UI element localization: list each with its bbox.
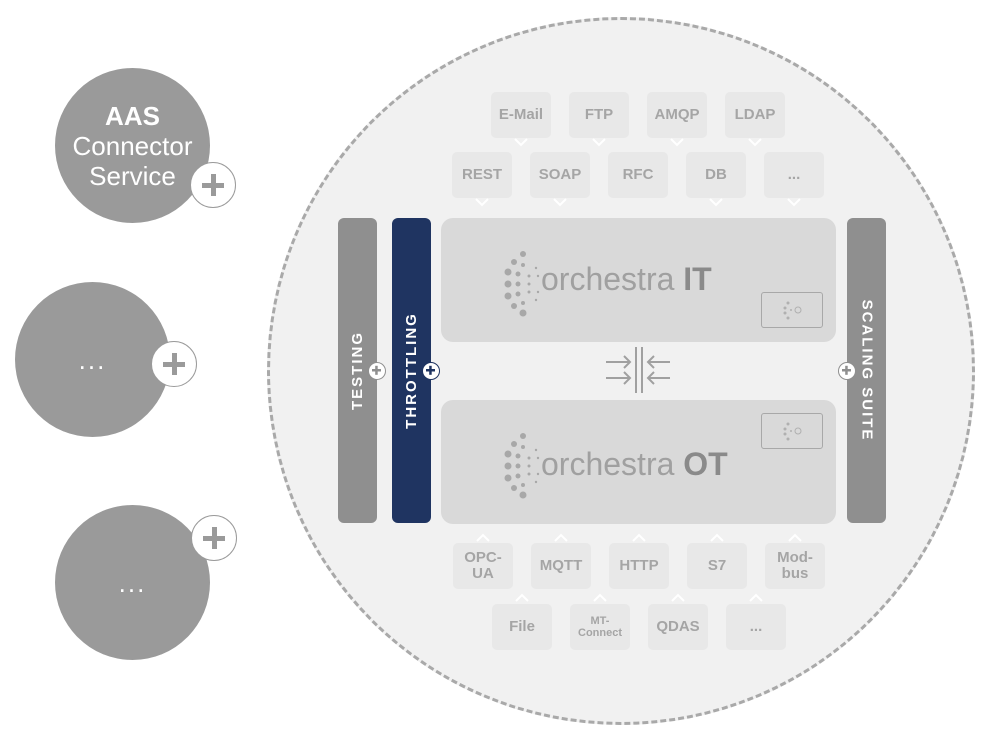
plus-icon[interactable]: [190, 162, 236, 208]
protocol-label: AMQP: [654, 106, 700, 123]
testing-label: TESTING: [349, 330, 367, 411]
protocol-label: HTTP: [619, 557, 659, 574]
protocol-label: DB: [705, 166, 727, 183]
orchestra-ot-brand: orchestra OT: [541, 446, 728, 483]
plus-icon[interactable]: [191, 515, 237, 561]
chip-icon: [761, 413, 823, 449]
protocol-modbus[interactable]: Mod-bus: [765, 543, 825, 589]
protocol-label: MT-Connect: [578, 615, 622, 639]
protocol-rfc[interactable]: RFC: [608, 152, 668, 198]
scaling-suite-label: SCALING SUITE: [858, 299, 875, 442]
orchestra-it-panel[interactable]: orchestra IT: [441, 218, 836, 342]
protocol-label: File: [509, 618, 535, 635]
protocol-more-bottom[interactable]: ...: [726, 604, 786, 650]
protocol-label: RFC: [622, 166, 654, 183]
protocol-label: E-Mail: [498, 106, 544, 123]
service-line3: Service: [89, 160, 176, 191]
protocol-mqtt[interactable]: MQTT: [531, 543, 591, 589]
protocol-label: SOAP: [538, 166, 582, 183]
plus-icon[interactable]: [368, 362, 386, 380]
protocol-label: LDAP: [734, 106, 776, 123]
protocol-opcua[interactable]: OPC-UA: [453, 543, 513, 589]
protocol-label: S7: [707, 557, 727, 574]
protocol-label: Mod-bus: [777, 549, 813, 582]
brand-suffix: IT: [683, 261, 712, 297]
protocol-mtconnect[interactable]: MT-Connect: [570, 604, 630, 650]
protocol-db[interactable]: DB: [686, 152, 746, 198]
protocol-label: OPC-UA: [464, 549, 502, 582]
protocol-label: FTP: [584, 106, 614, 123]
merge-arrows-icon: [606, 347, 670, 393]
protocol-more-top[interactable]: ...: [764, 152, 824, 198]
protocol-label: ...: [749, 618, 763, 635]
plus-icon[interactable]: [838, 362, 856, 380]
orchestra-it-brand: orchestra IT: [541, 261, 712, 298]
chip-icon: [761, 292, 823, 328]
protocol-label: REST: [461, 166, 502, 183]
orchestra-logo-icon: [504, 251, 540, 317]
service-circle-2[interactable]: ...: [15, 282, 170, 437]
protocol-rest[interactable]: REST: [452, 152, 512, 198]
throttling-label: THROTTLING: [403, 312, 420, 429]
protocol-ftp[interactable]: FTP: [569, 92, 629, 138]
orchestra-ot-panel[interactable]: orchestra OT: [441, 400, 836, 524]
plus-icon[interactable]: [422, 362, 440, 380]
protocol-email[interactable]: E-Mail: [491, 92, 551, 138]
protocol-qdas[interactable]: QDAS: [648, 604, 708, 650]
protocol-ldap[interactable]: LDAP: [725, 92, 785, 138]
protocol-label: QDAS: [656, 618, 700, 635]
plus-icon[interactable]: [151, 341, 197, 387]
protocol-http[interactable]: HTTP: [609, 543, 669, 589]
brand-word: orchestra: [541, 261, 675, 297]
service-title: AAS: [105, 100, 160, 131]
service-placeholder-label: ...: [118, 567, 147, 598]
protocol-label: ...: [787, 166, 801, 183]
service-placeholder-label: ...: [78, 344, 107, 375]
protocol-soap[interactable]: SOAP: [530, 152, 590, 198]
service-circle-3[interactable]: ...: [55, 505, 210, 660]
orchestra-logo-icon: [504, 433, 540, 499]
protocol-label: MQTT: [539, 557, 583, 574]
protocol-file[interactable]: File: [492, 604, 552, 650]
brand-suffix: OT: [683, 446, 728, 482]
aas-connector-service-circle[interactable]: AAS Connector Service: [55, 68, 210, 223]
protocol-amqp[interactable]: AMQP: [647, 92, 707, 138]
service-line2: Connector: [72, 130, 193, 161]
brand-word: orchestra: [541, 446, 675, 482]
protocol-s7[interactable]: S7: [687, 543, 747, 589]
